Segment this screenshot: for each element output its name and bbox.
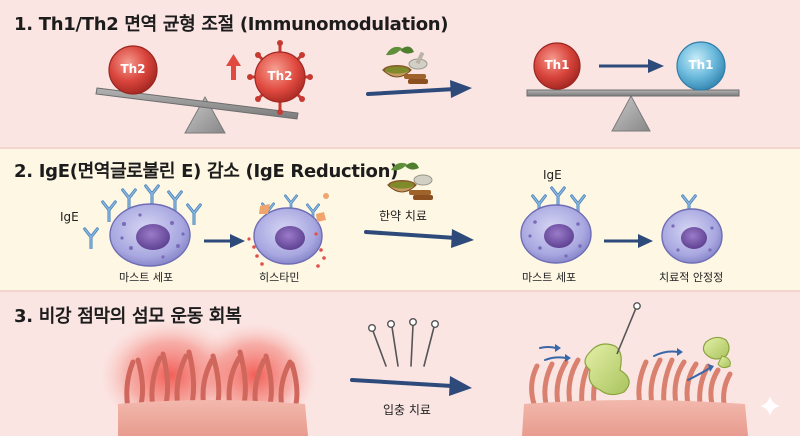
th2-label: Th2 [120, 62, 146, 76]
herbal-medicine-icon [386, 162, 433, 200]
arrow-icon [204, 234, 245, 248]
sparkle-icon [760, 396, 780, 416]
ige-label: IgE [60, 210, 79, 224]
mast-cell-label: 마스트 세포 [522, 271, 577, 284]
arrow-icon [350, 376, 472, 396]
ige-label: IgE [543, 168, 562, 182]
th1-cell-icon [533, 42, 581, 90]
section-title: 1. Th1/Th2 면역 균형 조절 (Immunomodulation) [14, 14, 449, 35]
arrow-icon [599, 59, 664, 73]
mast-cell-label: 마스트 세포 [119, 271, 174, 284]
mucus-blob [584, 343, 630, 396]
stabilized-mast-cell-icon [661, 194, 723, 264]
degranulating-mast-cell-icon [247, 193, 329, 268]
inflamed-mucosa-icon [100, 320, 317, 436]
seesaw-tilted [95, 87, 299, 134]
th2-label: Th2 [267, 69, 293, 83]
acupuncture-needles-icon [368, 318, 440, 367]
acupuncture-label: 입충 치료 [383, 403, 431, 417]
mast-cell-icon [101, 184, 202, 267]
arrow-icon [366, 80, 472, 98]
th1-label: Th1 [544, 58, 570, 72]
stabilized-label: 치료적 안정정 [659, 271, 724, 284]
th1-cell-icon [676, 41, 726, 91]
seesaw-balanced [526, 89, 740, 132]
th1-label: Th1 [688, 58, 714, 72]
divider [0, 147, 800, 149]
section-title: 2. IgE(면역글로불린 E) 감소 (IgE Reduction) [14, 161, 399, 182]
divider [0, 290, 800, 292]
healthy-cilia-icon [522, 302, 748, 436]
mucus-blob [702, 336, 730, 360]
herbal-treatment-label: 한약 치료 [379, 209, 427, 223]
herbal-medicine-icon [381, 46, 428, 84]
histamine-label: 히스타민 [259, 271, 300, 284]
arrow-icon [604, 234, 653, 248]
arrow-icon [364, 229, 474, 248]
increase-arrow-icon [226, 54, 241, 80]
mast-cell-icon [520, 186, 592, 264]
th2-activated-cell-icon [247, 40, 313, 115]
th2-cell-icon [108, 45, 158, 95]
